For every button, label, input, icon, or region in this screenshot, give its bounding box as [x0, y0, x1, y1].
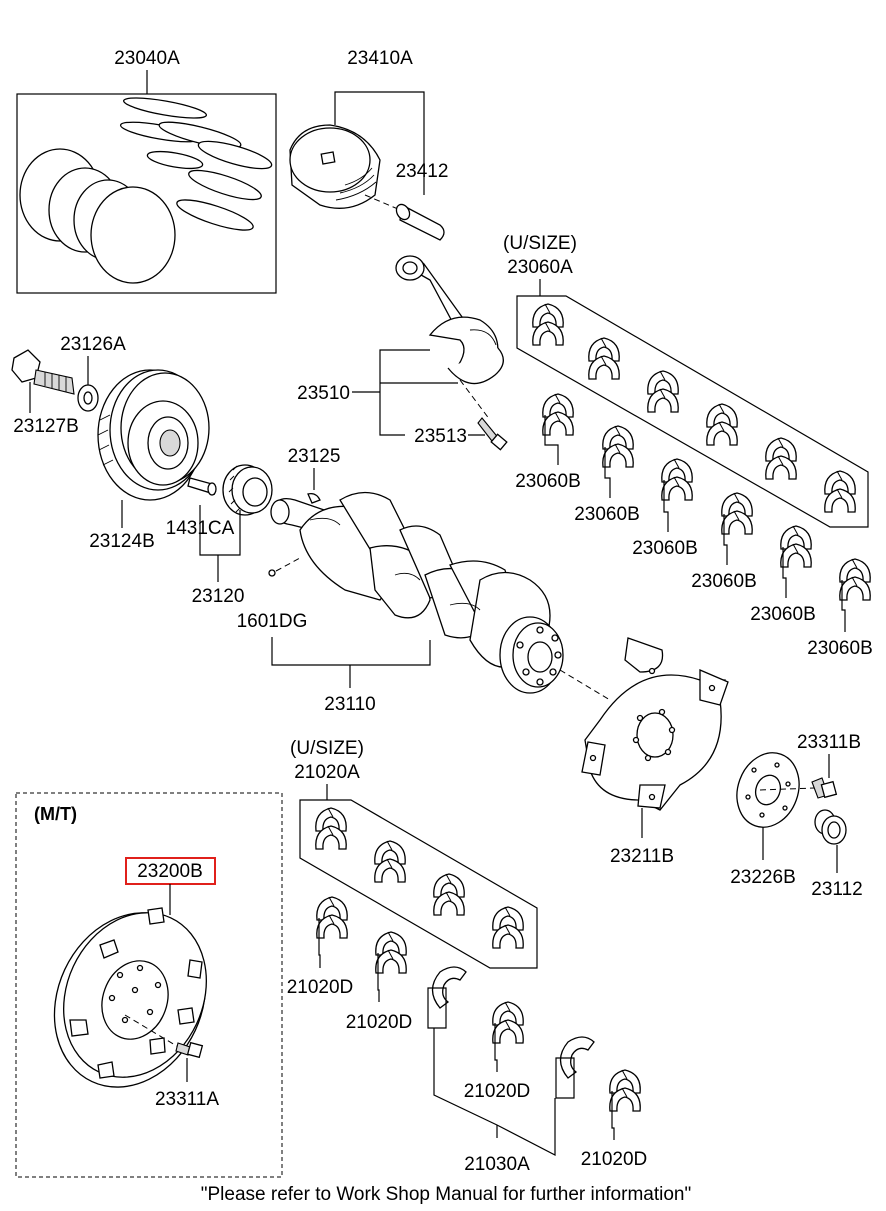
label-23060a: 23060A [507, 257, 573, 278]
mt-heading: (M/T) [34, 804, 77, 824]
label-23126a: 23126A [60, 334, 126, 355]
flywheel-bolt-a[interactable] [175, 1041, 204, 1059]
label-usize-main: (U/SIZE) [290, 738, 364, 759]
label-23060b-4: 23060B [691, 571, 757, 592]
label-23311b: 23311B [797, 732, 861, 753]
drive-plate[interactable] [581, 637, 729, 811]
crankshaft[interactable] [270, 491, 564, 694]
label-23060b-1: 23060B [515, 471, 581, 492]
conrod-bearing-b2[interactable] [603, 426, 633, 498]
mt-flywheel-box [15, 792, 283, 1178]
label-23410a: 23410A [347, 48, 413, 69]
conrod-bearing-b4[interactable] [722, 493, 752, 565]
label-21030a: 21030A [464, 1154, 530, 1175]
connecting-rod[interactable] [395, 255, 504, 385]
label-23110: 23110 [324, 694, 375, 715]
label-21020d-1: 21020D [287, 977, 354, 998]
label-21020d-4: 21020D [581, 1149, 648, 1170]
flywheel-bolt-b[interactable] [811, 777, 838, 799]
label-1601dg: 1601DG [237, 611, 308, 632]
pulley-bolt[interactable] [11, 349, 75, 395]
bushing[interactable] [814, 809, 847, 845]
label-usize-conrod: (U/SIZE) [503, 233, 577, 254]
label-21020a: 21020A [294, 762, 360, 783]
conrod-bearing-b6[interactable] [840, 559, 870, 632]
adapter-plate[interactable] [727, 744, 809, 836]
dowel[interactable] [268, 569, 276, 577]
label-23112: 23112 [811, 879, 862, 900]
label-23513: 23513 [414, 426, 467, 447]
piston[interactable] [289, 124, 381, 209]
label-23060b-2: 23060B [574, 504, 640, 525]
conrod-bolt[interactable] [477, 417, 508, 451]
label-23211b: 23211B [610, 846, 674, 867]
label-21020d-3: 21020D [464, 1081, 531, 1102]
piston-ring-set[interactable] [16, 93, 277, 294]
main-bearing-set[interactable] [299, 799, 538, 969]
key[interactable] [307, 492, 321, 504]
footer-note: "Please refer to Work Shop Manual for fu… [201, 1184, 691, 1205]
pin[interactable] [187, 477, 217, 496]
piston-pin[interactable] [394, 202, 445, 241]
pulley-washer[interactable] [77, 384, 99, 412]
damper-pulley[interactable] [97, 369, 210, 501]
label-23124b: 23124B [89, 531, 155, 552]
label-23510: 23510 [297, 383, 350, 404]
label-21020d-2: 21020D [346, 1012, 413, 1033]
main-bearing-d4[interactable] [610, 1070, 640, 1140]
label-23060b-6: 23060B [807, 638, 873, 659]
label-23311a: 23311A [155, 1089, 219, 1110]
flywheel[interactable] [27, 888, 234, 1112]
conrod-bearing-b1[interactable] [543, 394, 573, 465]
label-23120: 23120 [192, 586, 245, 607]
label-23127b: 23127B [13, 416, 79, 437]
conrod-bearing-b5[interactable] [781, 526, 811, 598]
main-bearing-d3[interactable] [493, 1002, 523, 1072]
label-23060b-3: 23060B [632, 538, 698, 559]
label-23040a: 23040A [114, 48, 180, 69]
label-23226b: 23226B [730, 867, 796, 888]
main-bearing-d1[interactable] [317, 897, 347, 968]
sprocket[interactable] [222, 464, 273, 516]
label-23060b-5: 23060B [750, 604, 816, 625]
label-23200b: 23200B [137, 861, 203, 882]
conrod-bearing-b3[interactable] [662, 459, 692, 532]
conrod-bearing-set[interactable] [516, 295, 869, 528]
label-23412: 23412 [396, 161, 449, 182]
label-23125: 23125 [288, 446, 341, 467]
main-bearing-d2[interactable] [376, 932, 406, 1002]
thrust-bearing[interactable] [427, 966, 595, 1099]
